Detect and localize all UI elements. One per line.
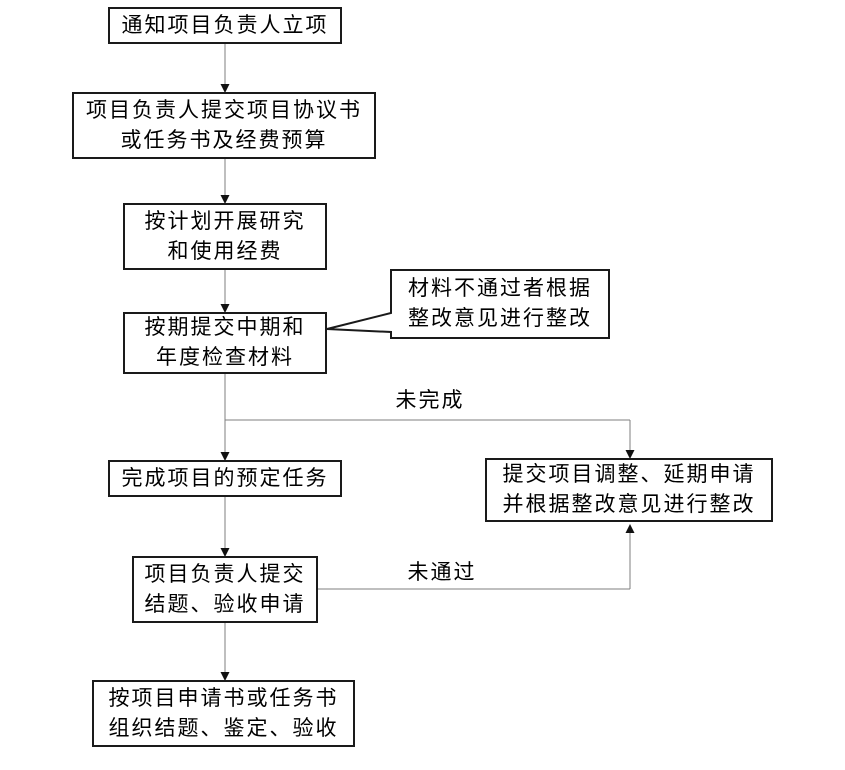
arrowhead-into-organize bbox=[220, 672, 230, 681]
edge-label-not-passed: 未通过 bbox=[407, 561, 477, 584]
edge-label-not-completed: 未完成 bbox=[395, 389, 465, 412]
node-complete-planned-tasks: 完成项目的预定任务 bbox=[108, 460, 342, 497]
node-organize-acceptance: 按项目申请书或任务书 组织结题、鉴定、验收 bbox=[92, 680, 355, 747]
node-conduct-research: 按计划开展研究 和使用经费 bbox=[123, 203, 327, 270]
arrowhead-into-agreement bbox=[220, 84, 230, 93]
node-notify-project-leader: 通知项目负责人立项 bbox=[108, 7, 342, 44]
node-submit-acceptance-application: 项目负责人提交 结题、验收申请 bbox=[132, 556, 318, 623]
callout-rectify-materials: 材料不通过者根据 整改意见进行整改 bbox=[408, 277, 592, 330]
arrowhead-into-adjust-top bbox=[625, 450, 635, 459]
node-submit-agreement: 项目负责人提交项目协议书 或任务书及经费预算 bbox=[72, 92, 376, 159]
arrowhead-into-complete bbox=[220, 452, 230, 461]
arrowhead-into-research bbox=[220, 195, 230, 204]
arrowhead-into-midterm bbox=[220, 304, 230, 313]
node-submit-midterm-materials: 按期提交中期和 年度检查材料 bbox=[123, 312, 327, 374]
arrowhead-into-acceptance-apply bbox=[220, 548, 230, 557]
callout-outline bbox=[326, 269, 610, 339]
arrowhead-into-adjust-bottom bbox=[625, 524, 635, 533]
node-adjust-delay-application: 提交项目调整、延期申请 并根据整改意见进行整改 bbox=[485, 458, 773, 522]
